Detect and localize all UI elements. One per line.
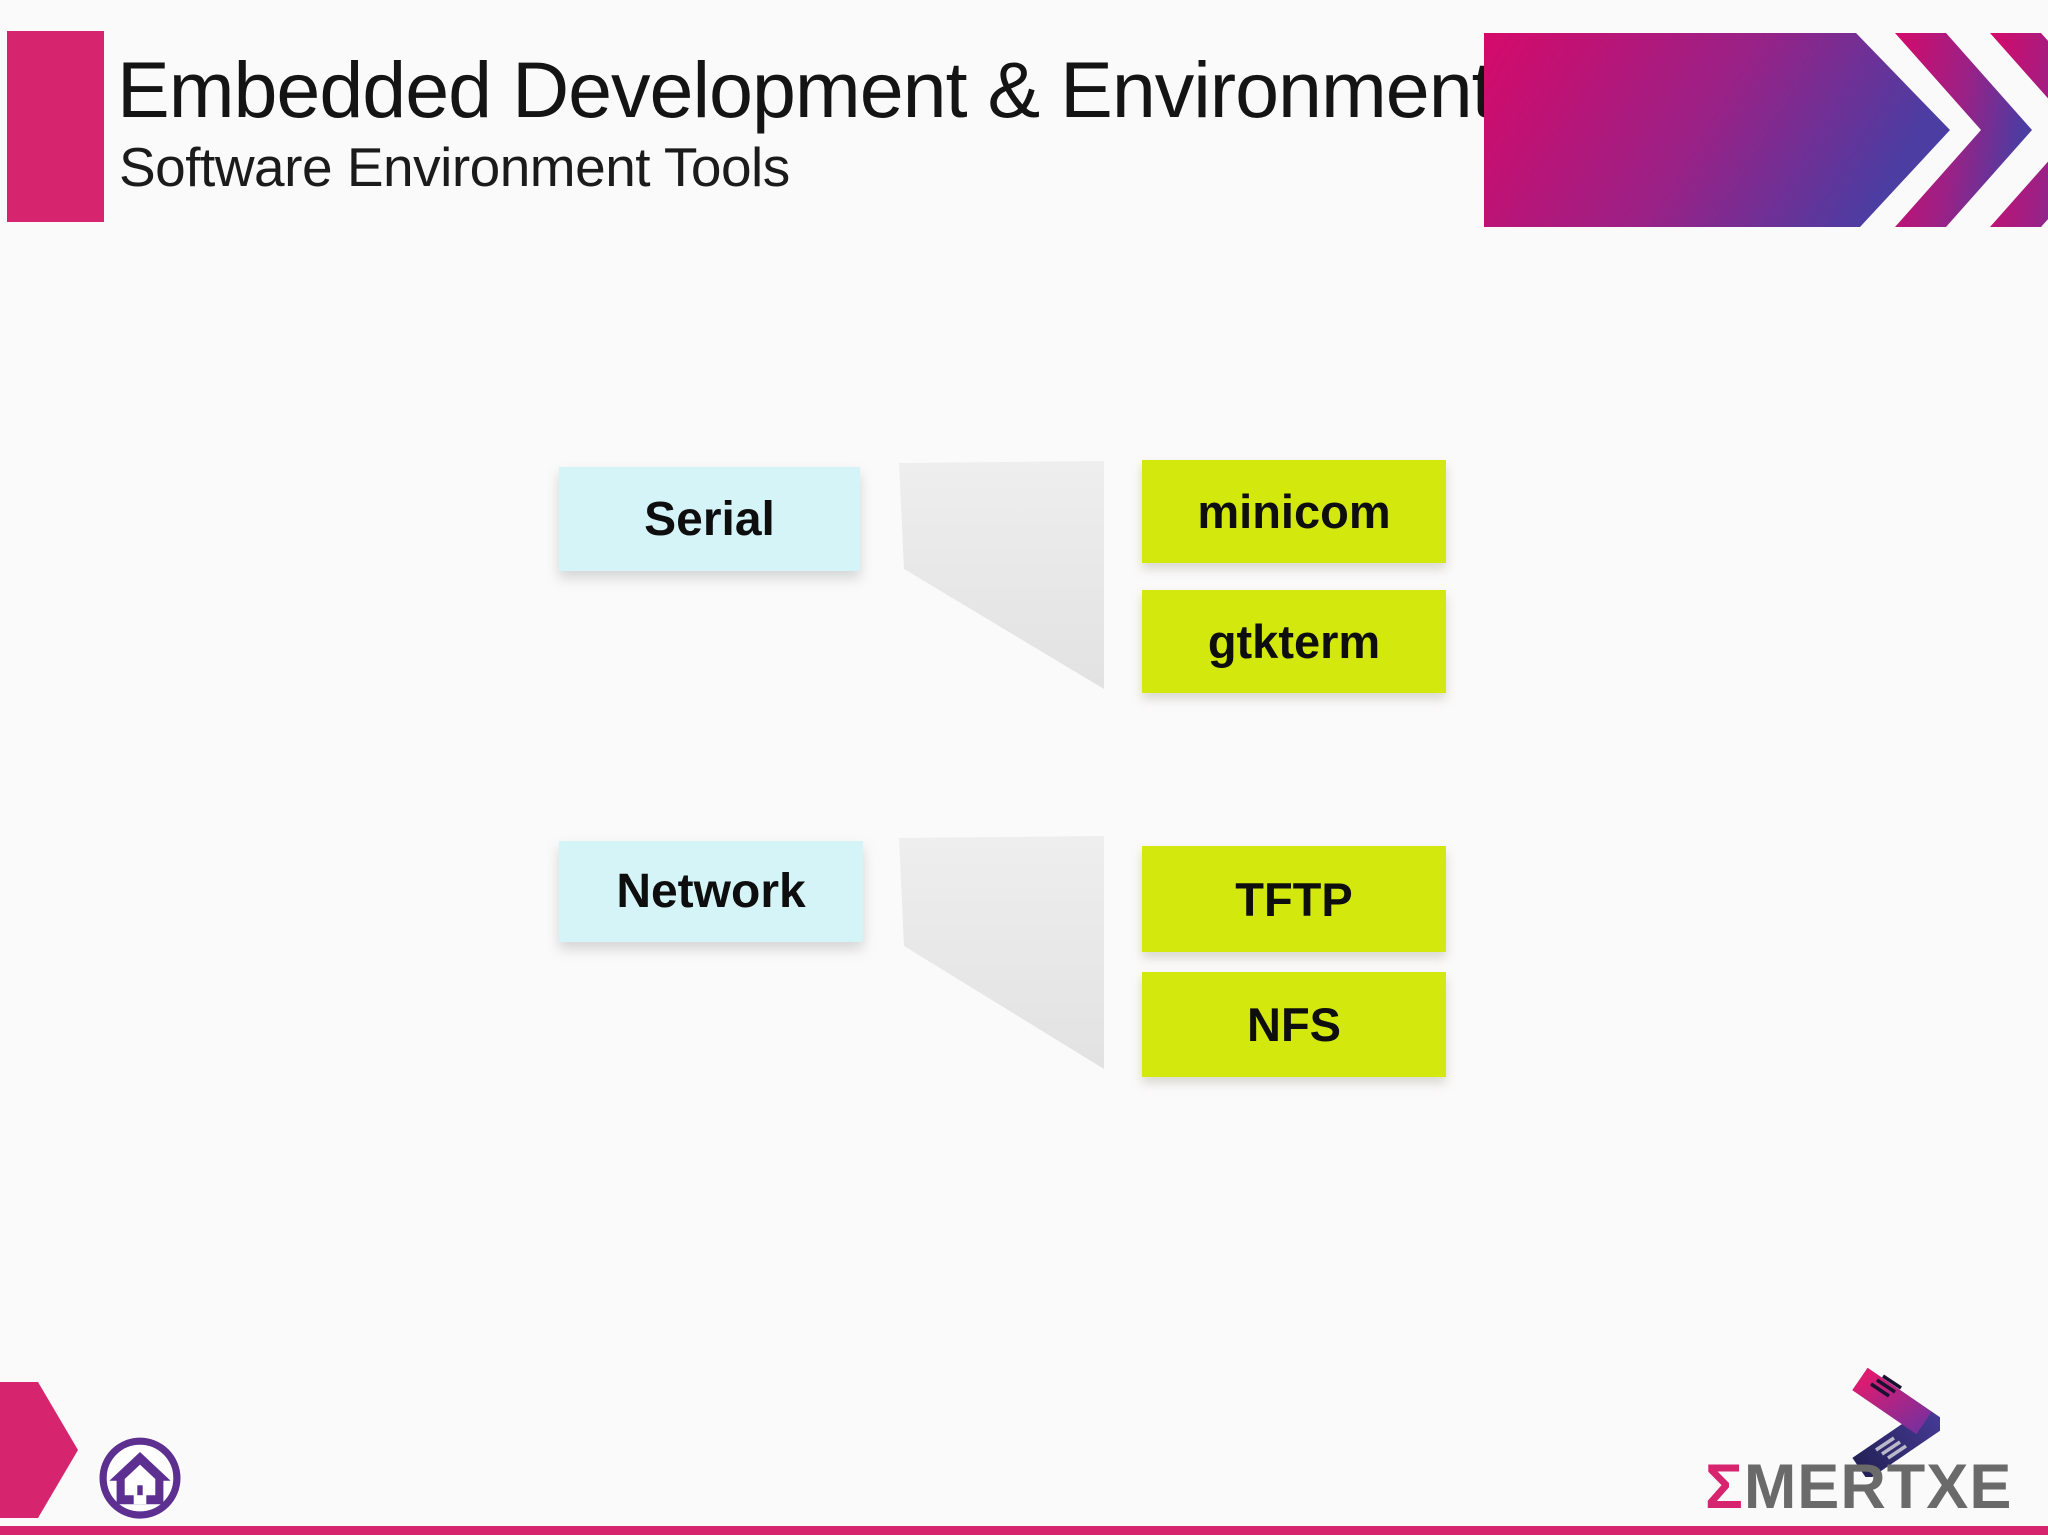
double-chevron-arrow-icon	[1484, 33, 2048, 227]
source-box-network: Network	[559, 841, 863, 942]
home-button[interactable]	[95, 1434, 185, 1524]
bottom-accent-bar	[0, 1526, 2048, 1535]
logo-wordmark: ΣMERTXE	[1705, 1456, 2012, 1519]
logo-name: MERTXE	[1743, 1452, 2013, 1522]
page-subtitle: Software Environment Tools	[119, 136, 790, 198]
home-icon	[99, 1437, 181, 1519]
connector-shape-network	[899, 836, 1104, 1069]
page-title: Embedded Development & Environment	[117, 45, 1494, 134]
logo-sigma: Σ	[1705, 1452, 1744, 1522]
arrow-pentagon-icon	[0, 1382, 78, 1518]
target-box-gtkterm: gtkterm	[1142, 590, 1446, 693]
emertxe-logo: ΣMERTXE	[1700, 1352, 2048, 1527]
header-accent-bar	[7, 31, 104, 222]
target-box-nfs: NFS	[1142, 972, 1446, 1077]
source-box-serial: Serial	[559, 467, 860, 571]
target-box-minicom: minicom	[1142, 460, 1446, 563]
target-box-tftp: TFTP	[1142, 846, 1446, 952]
chevron-icon	[1852, 1367, 1940, 1477]
connector-shape-serial	[899, 461, 1104, 689]
